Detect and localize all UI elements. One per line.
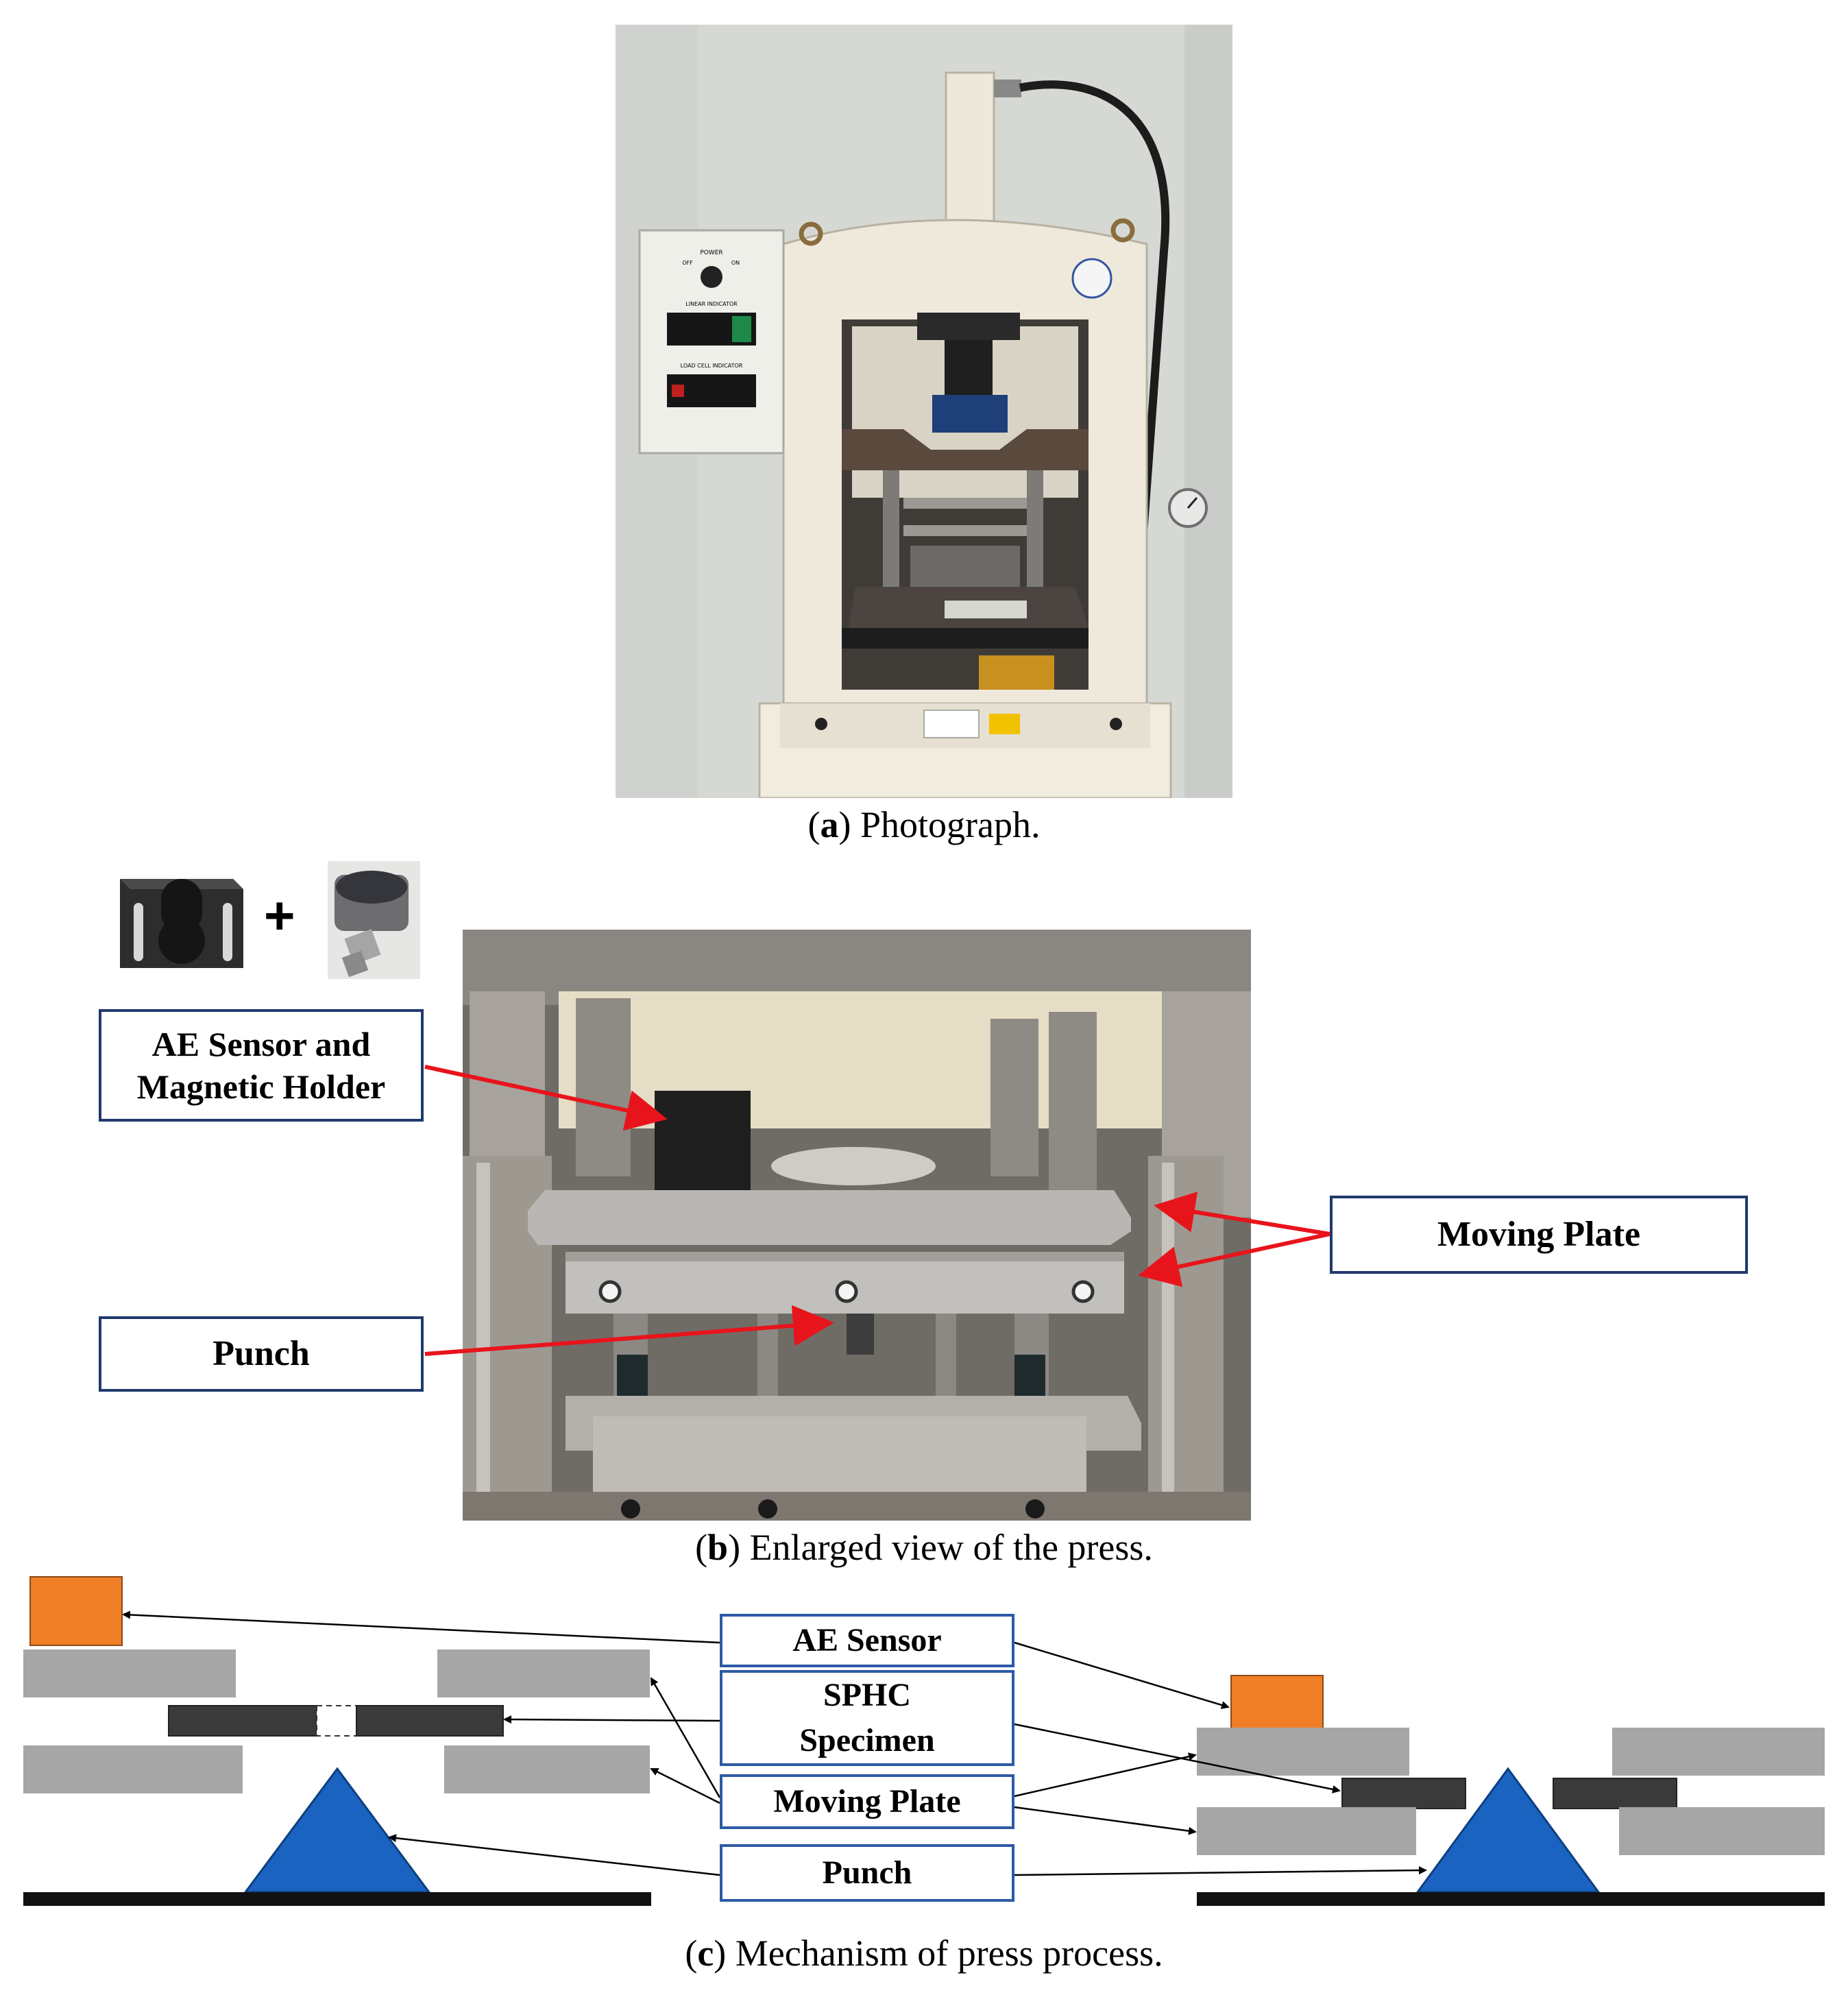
left-plate-upper-left: [23, 1649, 236, 1697]
arrow-punch: [424, 1305, 834, 1356]
press-machine-photo: POWER OFF ON LINEAR INDICATOR LOAD CELL …: [616, 25, 1232, 798]
left-base: [23, 1892, 651, 1906]
label-c-ae-sensor: AE Sensor: [720, 1614, 1014, 1667]
arrow-c-plate-left-lower: [650, 1767, 720, 1804]
arrow-c-plate-left-upper: [650, 1677, 721, 1798]
label-c-moving-plate-text: Moving Plate: [773, 1783, 961, 1819]
ae-sensor-photo: [328, 861, 420, 979]
off-text: OFF: [682, 260, 693, 266]
caption-a: (a) Photograph.: [807, 804, 1041, 845]
caption-c-text: ) Mechanism of press process.: [714, 1933, 1163, 1974]
callout-moving-plate-label: Moving Plate: [1437, 1215, 1641, 1254]
arrow-c-specimen-right: [1014, 1723, 1341, 1793]
callout-ae-sensor-holder: AE Sensor and Magnetic Holder: [99, 1009, 424, 1122]
arrow-c-punch-right: [1014, 1866, 1427, 1876]
label-c-punch-text: Punch: [822, 1854, 912, 1891]
caption-c-letter: c: [697, 1933, 714, 1974]
arrow-c-plate-right-lower: [1014, 1806, 1197, 1835]
on-text: ON: [731, 260, 740, 266]
plus-sign: +: [264, 885, 295, 945]
right-plate-lower-left: [1197, 1807, 1416, 1855]
left-plate-lower-right: [444, 1745, 650, 1793]
arrow-c-sensor-right: [1014, 1641, 1230, 1709]
power-knob-icon: [701, 266, 722, 288]
caption-c: (c) Mechanism of press process.: [685, 1933, 1163, 1974]
right-plate-lower-right: [1619, 1807, 1825, 1855]
right-plate-upper-left: [1197, 1728, 1409, 1776]
left-specimen-gap: [316, 1705, 357, 1737]
caption-b: (b) Enlarged view of the press.: [695, 1527, 1153, 1568]
left-specimen-right: [356, 1705, 504, 1737]
press-machine-illustration: POWER OFF ON LINEAR INDICATOR LOAD CELL …: [616, 25, 1232, 798]
arrow-c-sensor-left: [122, 1610, 720, 1644]
label-c-sphc-specimen: SPHC Specimen: [720, 1670, 1014, 1766]
arrow-c-punch-left: [388, 1834, 720, 1876]
label-c-punch: Punch: [720, 1844, 1014, 1902]
callout-punch: Punch: [99, 1316, 424, 1392]
load-cell-indicator-text: LOAD CELL INDICATOR: [681, 363, 743, 369]
left-plate-lower-left: [23, 1745, 243, 1793]
callout-moving-plate: Moving Plate: [1330, 1196, 1748, 1274]
arrow-c-specimen-left: [503, 1715, 720, 1724]
caption-b-letter: b: [707, 1527, 729, 1568]
arrow-ae-sensor-holder: [424, 1065, 668, 1131]
arrow-c-plate-right-upper: [1014, 1752, 1197, 1798]
linear-indicator-text: LINEAR INDICATOR: [685, 301, 738, 307]
callout-punch-label: Punch: [212, 1334, 310, 1373]
arrow-moving-plate-lower: [1138, 1232, 1330, 1287]
right-base: [1197, 1892, 1825, 1906]
magnetic-holder-photo: [103, 865, 250, 976]
left-ae-sensor: [29, 1576, 123, 1646]
arrow-moving-plate-upper: [1154, 1192, 1330, 1236]
label-c-moving-plate: Moving Plate: [720, 1774, 1014, 1829]
left-specimen-left: [168, 1705, 317, 1737]
callout-ae-sensor-holder-label: AE Sensor and Magnetic Holder: [136, 1025, 386, 1106]
caption-a-letter: a: [820, 804, 839, 845]
label-c-ae-sensor-text: AE Sensor: [792, 1622, 942, 1658]
label-c-sphc-specimen-text: SPHC Specimen: [799, 1677, 935, 1758]
power-text: POWER: [700, 250, 722, 256]
caption-a-text: ) Photograph.: [838, 804, 1041, 845]
left-punch: [243, 1767, 431, 1894]
right-specimen-right: [1553, 1778, 1677, 1809]
right-specimen-left: [1341, 1778, 1466, 1809]
caption-b-text: ) Enlarged view of the press.: [728, 1527, 1153, 1568]
right-plate-upper-right: [1612, 1728, 1825, 1776]
left-plate-upper-right: [437, 1649, 650, 1697]
